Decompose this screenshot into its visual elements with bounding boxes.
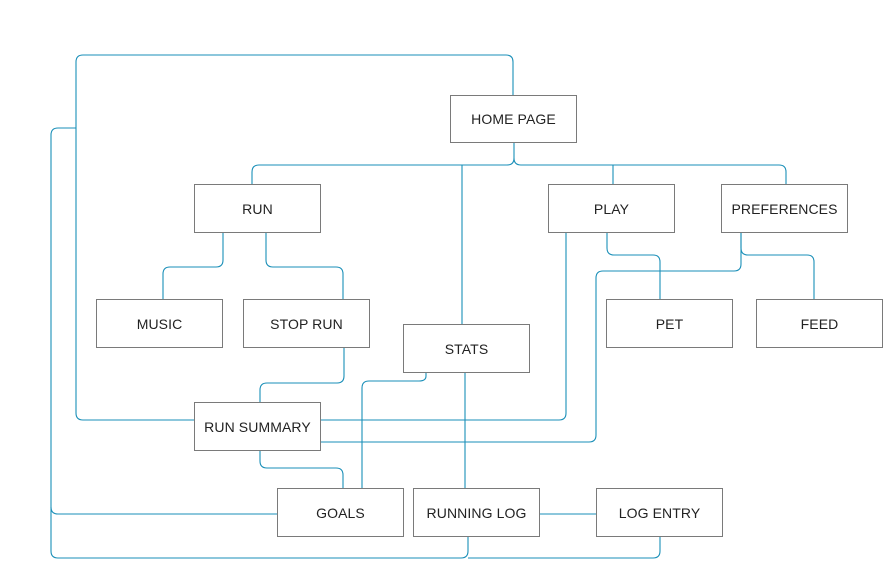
node-preferences: PREFERENCES xyxy=(721,184,848,233)
node-running-log: RUNNING LOG xyxy=(413,488,540,537)
node-log-entry: LOG ENTRY xyxy=(596,488,723,537)
connector-home-preferences xyxy=(513,157,787,184)
node-feed: FEED xyxy=(756,299,883,348)
connector-run-stoprun xyxy=(265,233,344,299)
connector-home-run xyxy=(251,143,515,184)
connector-summary-home xyxy=(75,54,514,421)
connector-summary-play xyxy=(320,233,567,421)
connector-preferences-feed xyxy=(740,233,815,299)
node-run: RUN xyxy=(194,184,321,233)
connector-stoprun-summary xyxy=(259,348,345,402)
node-pet: PET xyxy=(606,299,733,348)
node-play: PLAY xyxy=(548,184,675,233)
connector-play-pet xyxy=(606,233,661,299)
node-stop-run: STOP RUN xyxy=(243,299,370,348)
connector-bottom-loop xyxy=(50,507,469,559)
connector-summary-preferences xyxy=(320,233,742,443)
node-run-summary: RUN SUMMARY xyxy=(194,402,321,451)
node-stats: STATS xyxy=(403,324,530,373)
node-music: MUSIC xyxy=(96,299,223,348)
connector-summary-goals xyxy=(259,451,344,488)
connector-stats-goals xyxy=(361,373,427,488)
connector-goals-home xyxy=(50,127,278,515)
node-home-page: HOME PAGE xyxy=(450,95,577,143)
connector-logentry-loop xyxy=(468,537,661,559)
node-goals: GOALS xyxy=(277,488,404,537)
connector-run-music xyxy=(162,233,224,299)
